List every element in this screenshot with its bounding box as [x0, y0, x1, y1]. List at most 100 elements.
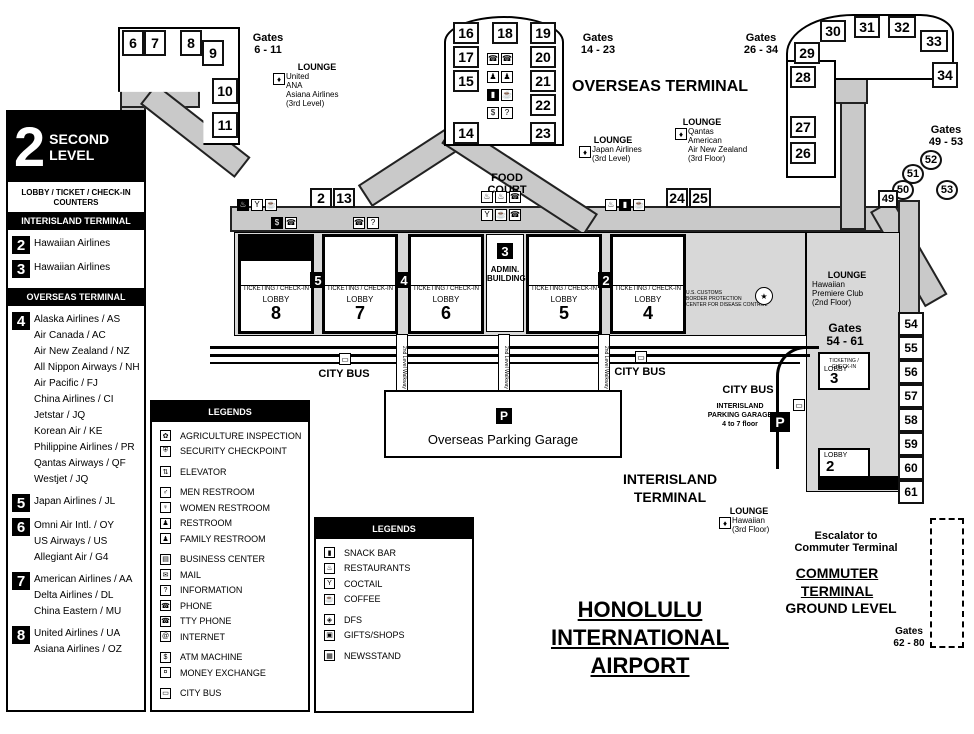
gates-49-53-label: Gates 49 - 53	[928, 124, 964, 148]
airline-name: US Airways / US	[34, 536, 108, 547]
gate-20[interactable]: 20	[530, 46, 556, 68]
gate-8[interactable]: 8	[180, 30, 202, 56]
legend-row: ▦NEWSSTAND	[316, 648, 472, 664]
airline-name: All Nippon Airways / NH	[34, 362, 140, 373]
gate-55[interactable]: 55	[898, 336, 924, 360]
gate-59[interactable]: 59	[898, 432, 924, 456]
lobby-4[interactable]: TICKETING / CHECK-IN LOBBY 4	[610, 234, 686, 334]
gate-33[interactable]: 33	[920, 30, 948, 52]
airline-name: Air Canada / AC	[34, 330, 106, 341]
interisland-black-bar	[818, 476, 900, 490]
lobby-5[interactable]: TICKETING / CHECK-IN LOBBY 5	[526, 234, 602, 334]
atm-icon: $	[487, 106, 499, 119]
gate-9[interactable]: 9	[202, 40, 224, 66]
admin-building: 3 ADMIN. BUILDING	[486, 234, 526, 332]
airline-name: China Eastern / MU	[34, 606, 122, 617]
gate-6[interactable]: 6	[122, 30, 144, 56]
level-subtitle: LOBBY / TICKET / CHECK-IN COUNTERS	[21, 188, 131, 207]
lobby-number-badge: 2	[12, 236, 30, 254]
legend-label: PHONE	[180, 600, 213, 611]
airline-name: Air New Zealand / NZ	[34, 346, 130, 357]
gate-16[interactable]: 16	[453, 22, 479, 44]
gate-61[interactable]: 61	[898, 480, 924, 504]
gate-52[interactable]: 52	[920, 150, 942, 170]
lounge-text: Qantas American Air New Zealand (3rd Flo…	[688, 127, 748, 163]
gate-27[interactable]: 27	[790, 116, 816, 138]
information-icon: ?	[501, 106, 513, 119]
gate-60[interactable]: 60	[898, 456, 924, 480]
gate-56[interactable]: 56	[898, 360, 924, 384]
lobby-label: LOBBY	[550, 295, 578, 304]
legend-services: LEGENDS ✿AGRICULTURE INSPECTION⛨SECURITY…	[150, 400, 310, 712]
lounge-text: United ANA Asiana Airlines (3rd Level)	[286, 72, 339, 108]
ticketing-label: TICKETING / CHECK-IN	[325, 285, 395, 292]
gate-30[interactable]: 30	[820, 20, 846, 42]
gate-34[interactable]: 34	[932, 62, 958, 88]
lounge-title: LOUNGE	[593, 135, 633, 145]
gate-17[interactable]: 17	[453, 46, 479, 68]
gate-53[interactable]: 53	[936, 180, 958, 200]
road-curve	[776, 346, 819, 469]
gate-51[interactable]: 51	[902, 164, 924, 184]
city-bus-icon: ▭	[635, 351, 647, 363]
gate-23[interactable]: 23	[530, 122, 556, 144]
interisland-lobby-3[interactable]: TICKETING / CHECK-IN LOBBY 3	[818, 352, 870, 390]
gate-15[interactable]: 15	[453, 70, 479, 92]
gate-54[interactable]: 54	[898, 312, 924, 336]
gate-26[interactable]: 26	[790, 142, 816, 164]
gate-31[interactable]: 31	[854, 16, 880, 38]
lounge-title: LOUNGE	[729, 506, 769, 516]
gate-25[interactable]: 25	[689, 188, 711, 208]
corridor-amenities-west2: $☎	[270, 212, 298, 230]
gate-22[interactable]: 22	[530, 94, 556, 116]
legend-row: @INTERNET	[152, 629, 308, 645]
airline-name: Allegiant Air / G4	[34, 552, 109, 563]
walkway-1[interactable]: 2nd Level Walkway	[396, 334, 408, 400]
gate-14[interactable]: 14	[453, 122, 479, 144]
gate-58[interactable]: 58	[898, 408, 924, 432]
lobby-7[interactable]: TICKETING / CHECK-IN LOBBY 7	[322, 234, 398, 334]
legend-label: BUSINESS CENTER	[180, 554, 266, 565]
legend-label: RESTAURANTS	[344, 563, 411, 574]
legend-label: MONEY EXCHANGE	[180, 667, 266, 678]
gate-19[interactable]: 19	[530, 22, 556, 44]
gate-49[interactable]: 49	[878, 190, 898, 208]
internet-icon: @	[160, 631, 171, 643]
lobby-label: LOBBY	[262, 295, 290, 304]
level-line1: SECOND	[49, 131, 110, 147]
gate-57[interactable]: 57	[898, 384, 924, 408]
gates-26-34-label: Gates 26 - 34	[743, 32, 779, 56]
legend-row: ♟RESTROOM	[152, 516, 308, 532]
corridor-amenities-mid: ☎?	[352, 212, 380, 230]
road-line-1	[210, 346, 810, 349]
lobby-8[interactable]: TICKETING / CHECK-IN LOBBY 8	[238, 234, 314, 334]
gate-32[interactable]: 32	[888, 16, 916, 38]
airline-name: Hawaiian Airlines	[34, 238, 111, 249]
restaurant-icon: ♨	[605, 198, 617, 211]
restroom-icon: ♟	[160, 517, 171, 529]
gate-29[interactable]: 29	[794, 42, 820, 64]
parking-icon: P	[496, 408, 512, 424]
legend-row: ✉MAIL	[152, 567, 308, 583]
gate-24[interactable]: 24	[666, 188, 688, 208]
gate-13[interactable]: 13	[333, 188, 355, 208]
gate-11[interactable]: 11	[212, 112, 238, 138]
overseas-parking-garage[interactable]: P Overseas Parking Garage	[384, 390, 622, 458]
lounge-icon: ♦	[273, 73, 285, 85]
gate-7[interactable]: 7	[144, 30, 166, 56]
phone-icon: ☎	[509, 208, 521, 221]
coffee-icon: ☕	[633, 198, 645, 211]
gate-18[interactable]: 18	[492, 22, 518, 44]
legend-row: ♨RESTAURANTS	[316, 561, 472, 577]
gate-10[interactable]: 10	[212, 78, 238, 104]
gate-28[interactable]: 28	[790, 66, 816, 88]
ticketing-label: TICKETING / CHECK-IN	[411, 285, 481, 292]
gate-2[interactable]: 2	[310, 188, 332, 208]
family-restroom-icon: ♟	[160, 533, 171, 545]
legend-row: ?INFORMATION	[152, 583, 308, 599]
lobby-6[interactable]: TICKETING / CHECK-IN LOBBY 6	[408, 234, 484, 334]
gate-21[interactable]: 21	[530, 70, 556, 92]
